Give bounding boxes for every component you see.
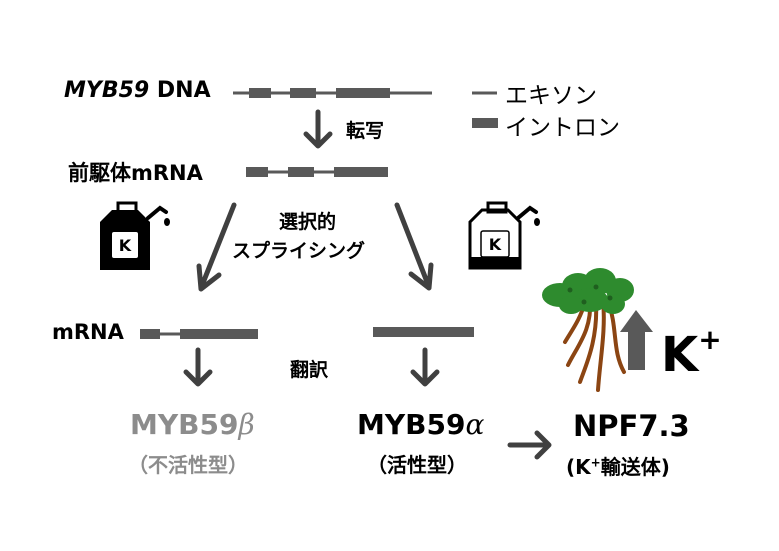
dna-suffix: DNA [156,78,211,103]
activation-arrow [507,430,552,460]
selective-label-line2: スプライシング [232,240,366,262]
pre-mrna-label: 前駆体mRNA [68,161,203,185]
potassium-ion-label: K+ [661,312,722,383]
fuel-canister-icon [100,201,170,270]
mrna-alpha-structure [373,327,474,337]
potassium-charge: + [698,323,722,356]
selective-label-line1: 選択的 [279,211,337,233]
myb59-alpha-name: MYB59α [357,408,484,441]
mrna-beta-structure [140,329,258,339]
mrna-label: mRNA [52,320,124,344]
myb59-alpha-state: （活性型） [367,453,467,477]
translation-arrow-right [410,347,440,387]
splicing-arrow-left [196,202,237,292]
translation-arrow-left [183,347,213,387]
npf-desc-charge: + [590,455,601,470]
pre-mrna-structure [246,167,388,177]
transcription-arrow [303,109,333,149]
transcription-label: 転写 [346,120,385,142]
translation-label: 翻訳 [290,359,329,381]
dna-label: MYB59 DNA [64,78,211,103]
legend-intron-label: イントロン [505,115,620,141]
plant-icon [542,268,634,392]
dna-gene-name: MYB59 [64,78,150,103]
canister-letter-low: K [488,235,502,254]
beta-symbol: β [238,408,255,441]
legend-exon-label: エキソン [505,83,597,109]
myb59-beta-state: （不活性型） [128,453,248,477]
increase-arrow-icon [620,310,653,370]
splicing-arrow-right [394,202,434,291]
myb59-beta-name: MYB59β [130,408,255,441]
legend [472,91,498,128]
npf73-name: NPF7.3 [573,409,690,443]
npf73-description: (K+輸送体) [566,451,670,480]
myb59-alpha-text: MYB59 [357,408,466,441]
npf-desc-suffix: 輸送体) [600,455,670,479]
canister-letter-full: K [118,236,132,255]
dna-gene-structure [233,88,432,98]
myb59-beta-text: MYB59 [130,408,239,441]
npf-desc-prefix: (K [566,455,591,479]
alpha-symbol: α [465,408,485,441]
fuel-canister-low-icon [468,201,540,270]
potassium-symbol: K [661,327,699,383]
legend-intron-swatch [472,118,498,128]
